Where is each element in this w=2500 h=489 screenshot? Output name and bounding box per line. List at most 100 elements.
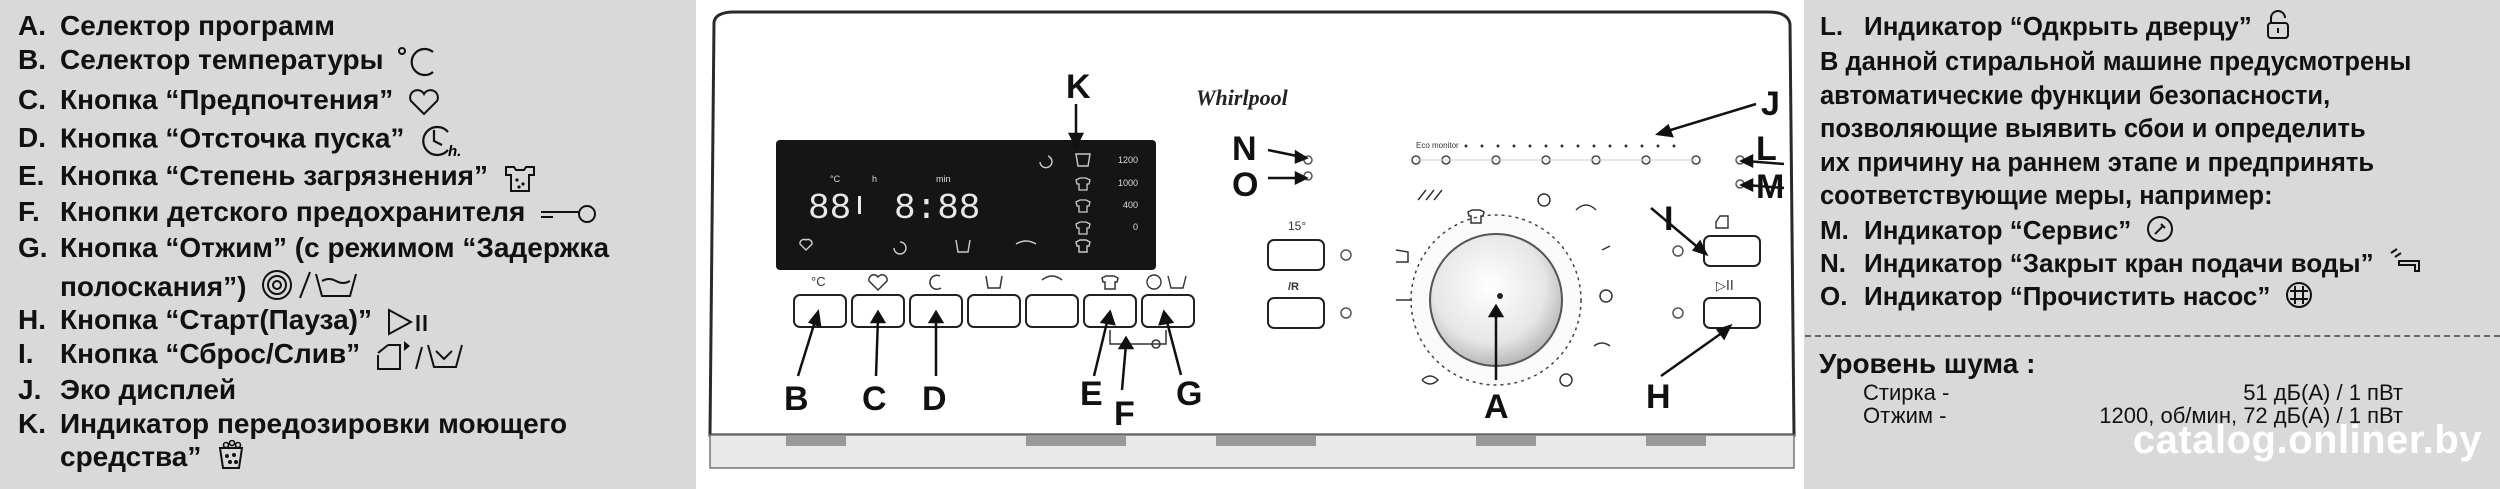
eco-display-dots [1464,144,1676,148]
panel-slot [1026,436,1126,446]
lcd-separator [858,196,861,214]
control-panel-drawing: Whirlpool °C h min 88 8:88 1200 1000 400… [708,10,1796,469]
watermark: catalog.onliner.by [2132,418,2482,462]
noise-wash-label: Стирка - [1863,380,1950,405]
callout-arrows [796,102,1785,391]
lcd-time-digits: 8:88 [894,188,980,229]
start-pause-button[interactable]: ▷II [1703,279,1761,329]
callout-h: H [1646,378,1671,416]
soil-level-icon [502,163,538,193]
panel-slot [1476,436,1536,446]
callout-i: I [1664,200,1673,238]
r-button-label: /R [1288,281,1299,293]
callout-n: N [1232,130,1257,168]
callout-d: D [922,380,947,418]
svg-text:h.: h. [448,143,461,160]
callout-k: K [1066,68,1091,106]
brand-logo: Whirlpool [1196,85,1289,110]
button-row: °C [793,274,1195,328]
temperature-button[interactable]: °C [793,274,847,328]
callout-f: F [1114,395,1135,433]
legend-item-b: B.Селектор температуры [18,44,439,79]
legend-item-g-cont: полоскания”) [60,268,360,309]
lcd-spin-400: 400 [1123,200,1138,210]
rinse-15-button[interactable]: 15° [1267,219,1325,271]
lcd-hours-label: h [872,174,877,184]
safety-paragraph: В данной стиральной машине предусмотрены… [1820,48,2412,210]
callout-j: J [1761,85,1780,123]
legend-item-e: E.Кнопка “Степень загрязнения” [18,160,538,193]
start-pause-icon [386,307,430,337]
child-lock-icon [539,203,599,225]
legend-item-i: I.Кнопка “Сброс/Слив” [18,338,464,373]
soil-level-icon [1101,275,1119,290]
rinse-hold-icon [1167,275,1187,289]
water-tap-icon [2387,247,2427,283]
noise-wash-value: 51 дБ(А) / 1 пВт [2243,380,2403,405]
callout-c: C [862,380,887,418]
r-button[interactable]: /R [1267,281,1325,329]
lcd-program-icon [1039,155,1053,169]
legend-item-j: J.Эко дисплей [18,374,237,405]
detergent-overdose-icon [215,439,247,477]
panel-slot [1646,436,1706,446]
reset-drain-icon [1715,215,1729,229]
callout-o: O [1232,166,1258,204]
lcd-minutes-label: min [936,174,951,184]
noise-title: Уровень шума : [1819,348,2036,379]
callout-a: A [1484,388,1509,426]
callout-b: B [784,380,809,418]
delay-start-icon [929,274,942,291]
heart-icon [407,88,441,116]
dial-center-dot [1497,293,1503,299]
button-5[interactable] [1025,275,1079,328]
callout-e: E [1080,375,1103,413]
lcd-spin-1200: 1200 [1118,155,1138,165]
temperature-icon [397,45,439,79]
delay-start-icon: h. [418,120,462,160]
dial-program-icons [1395,189,1613,387]
lcd-bottom-icons [799,238,1091,255]
control-panel-illustration: Whirlpool °C h min 88 8:88 1200 1000 400… [696,0,1804,489]
lcd-temp-digits: 88 [808,188,851,229]
left-legend-panel: A.Селектор программ B.Селектор температу… [0,0,695,489]
panel-slot [786,436,846,446]
led-indicator [1340,307,1352,319]
legend-item-l: L.Индикатор “Одкрыть дверцу” [1820,10,2291,46]
callout-m: M [1756,168,1784,206]
lcd-spin-1000: 1000 [1118,178,1138,188]
start-pause-icon: ▷II [1716,279,1734,294]
legend-item-k: K.Индикатор передозировки моющего [18,408,568,439]
lcd-temp-unit: °C [830,174,841,184]
lcd-detergent-overdose-icon [1075,153,1091,167]
callout-letters: K B C D E F G A H I J L M N O [784,68,1784,433]
legend-item-a: A.Селектор программ [18,10,336,41]
rinse-15-label: 15° [1288,219,1306,233]
lcd-spin-0: 0 [1133,222,1138,232]
noise-spin-label: Отжим - [1863,403,1947,428]
lcd-display [776,140,1156,270]
pump-filter-icon [2284,280,2314,316]
button-4[interactable] [967,275,1021,328]
spin-icon [1146,274,1162,290]
steam-icon [1041,275,1063,281]
legend-item-n: N.Индикатор “Закрыт кран подачи воды” [1820,247,2427,283]
legend-item-m: M.Индикатор “Сервис” [1820,214,2175,250]
child-lock-icon [1151,339,1161,349]
legend-item-h: H.Кнопка “Старт(Пауза)” [18,304,430,337]
legend-item-f: F.Кнопки детского предохранителя [18,196,599,228]
reset-drain-icon [374,339,464,373]
legend-item-g: G.Кнопка “Отжим” (с режимом “Задержка [18,232,610,263]
legend-item-k-cont: средства” [60,439,247,477]
door-unlock-icon [2265,10,2291,46]
led-indicator [1672,245,1684,257]
eco-monitor-label: Eco monitor [1416,141,1459,150]
led-indicator [1672,307,1684,319]
child-lock-bracket [1109,330,1167,345]
service-icon [2145,214,2175,250]
spin-button[interactable] [1141,274,1195,328]
rinse-icon [985,275,1003,289]
callout-g: G [1176,375,1202,413]
lcd-shirt-icons [1075,177,1091,235]
panel-slot [1216,436,1316,446]
